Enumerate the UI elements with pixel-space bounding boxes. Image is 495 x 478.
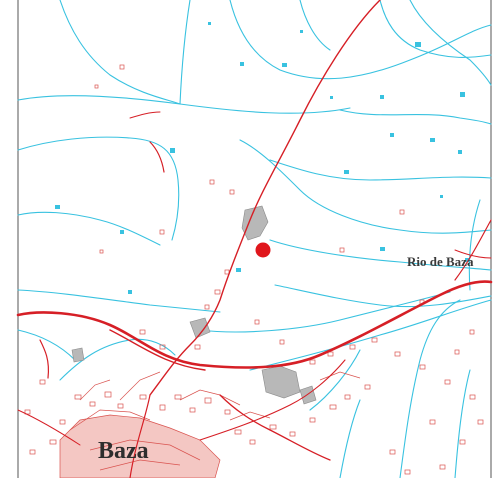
urban-blocks [24, 64, 484, 475]
road-local-2 [149, 141, 165, 173]
road-local-4 [219, 394, 331, 461]
road-local-3 [129, 111, 161, 119]
road-east [454, 219, 492, 281]
road-local-6 [17, 409, 81, 446]
river-network [17, 0, 492, 478]
highway-a92n-secondary [109, 329, 206, 371]
label-baza: Baza [98, 438, 149, 464]
site-marker[interactable] [255, 242, 271, 258]
road-local-7 [129, 394, 151, 478]
road-network [16, 0, 493, 478]
label-rio-de-baza: Rio de Baza [407, 254, 474, 269]
gray-areas [71, 205, 317, 405]
road-local-1 [39, 339, 50, 379]
road-local-8 [454, 249, 492, 259]
highway-a92n [16, 280, 493, 369]
road-north [149, 0, 381, 396]
road-local-5 [199, 359, 346, 441]
urban-area-baza [59, 371, 361, 478]
